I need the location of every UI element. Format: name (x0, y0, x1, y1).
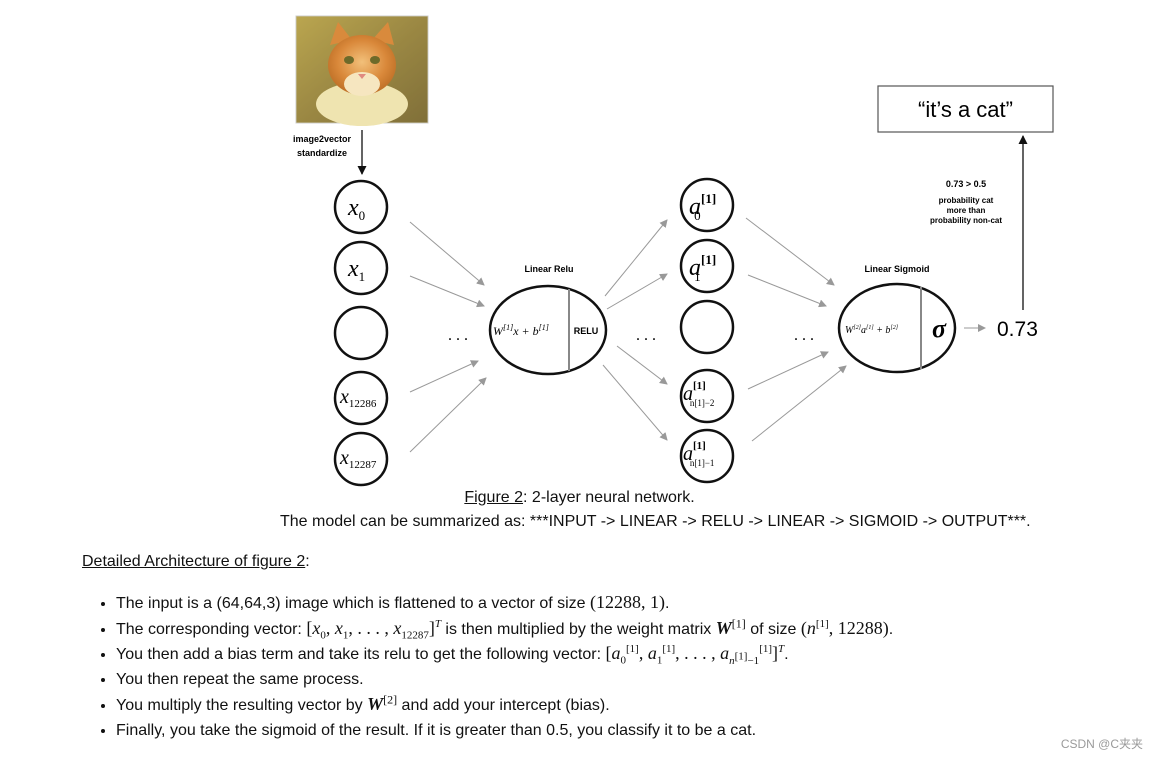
model-summary: The model can be summarized as: ***INPUT… (280, 513, 1031, 530)
layer2-neuron: W[2]a[1] + b[2] σ (837, 282, 957, 374)
input-to-layer1-edges (409, 221, 487, 453)
figure-caption: Figure 2: 2-layer neural network. (0, 489, 1159, 507)
hidden-node-empty (679, 299, 735, 355)
ellipsis-2: . . . (636, 327, 656, 344)
bullet-text: The input is a (64,64,3) image which is … (116, 595, 591, 612)
input-layer: x0 x1 x12286 x12287 (333, 179, 389, 487)
bullet-text: Finally, you take the sigmoid of the res… (116, 721, 757, 739)
details-title: Detailed Architecture of figure 2 (82, 553, 306, 570)
relu-label: RELU (574, 326, 599, 336)
figure-label: Figure 2 (464, 489, 524, 506)
decision-line4: probability non-cat (930, 216, 1002, 225)
hidden-layer: a[1]0 a[1]1 a[1]n[1]−2 a[1]n[1]−1 (679, 177, 735, 484)
output-box (877, 85, 1054, 133)
bullet-text: You multiply the resulting vector by (116, 697, 368, 714)
hidden-node-a-n-2 (679, 368, 735, 424)
input-node-empty (333, 305, 389, 361)
bullet-math: W (367, 694, 384, 714)
bullet-text: You then add a bias term and take its re… (116, 646, 606, 663)
bullet-math: W (715, 617, 732, 638)
input-node-x0 (333, 179, 389, 235)
bullet-text: You then repeat the same process. (116, 670, 364, 688)
list-item: You then add a bias term and take its re… (116, 641, 893, 667)
details-title-colon: : (305, 553, 310, 570)
layer1-title: Linear Relu (524, 264, 573, 274)
hidden-node-label: a[1]n[1]−1 (683, 440, 714, 468)
input-node-x12286 (333, 370, 389, 426)
bullet-text: and add your intercept (bias). (397, 697, 610, 714)
bullet-math: (n[1], 12288) (800, 617, 889, 638)
hidden-node-label: a[1]0 (689, 191, 716, 223)
layer2-title: Linear Sigmoid (864, 264, 929, 274)
output-box-text: “it’s a cat” (918, 97, 1013, 122)
layer1-formula: W[1]x + b[1] (493, 323, 549, 338)
hidden-node-a-n-1 (679, 428, 735, 484)
hidden-to-layer2-edges (745, 217, 847, 442)
sigma-label: σ (932, 314, 947, 343)
input-label-line2: standardize (297, 148, 347, 158)
ellipsis-1: . . . (448, 327, 468, 344)
figure-text: : 2-layer neural network. (523, 489, 695, 506)
decision-line1: 0.73 > 0.5 (946, 179, 986, 189)
watermark: CSDN @C夹夹 (1060, 737, 1143, 751)
hidden-node-label: a[1]n[1]−2 (683, 380, 714, 408)
decision-line3: more than (947, 206, 986, 215)
input-node-label: x1 (347, 256, 365, 284)
bullet-math: (12288, 1) (590, 592, 666, 612)
hidden-node-a0 (679, 177, 735, 233)
bullet-text: of size (745, 620, 801, 638)
bullet-math: [x0, x1, . . . , x12287]T (306, 617, 441, 642)
architecture-list: The input is a (64,64,3) image which is … (96, 590, 893, 743)
input-node-x12287 (333, 431, 389, 487)
decision-line2: probability cat (939, 196, 994, 205)
input-label-line1: image2vector (293, 134, 352, 144)
hidden-node-a1 (679, 238, 735, 294)
bullet-math: [a0[1], a1[1], . . . , an[1]−1[1]]T (605, 643, 785, 667)
list-item: Finally, you take the sigmoid of the res… (116, 718, 893, 744)
list-item: You then repeat the same process. (116, 667, 893, 693)
input-node-label: x12287 (339, 447, 377, 471)
list-item: You multiply the resulting vector by W[2… (116, 692, 893, 718)
list-item: The corresponding vector: [x0, x1, . . .… (116, 616, 893, 642)
details-heading: Detailed Architecture of figure 2: (82, 553, 310, 571)
input-node-x1 (333, 240, 389, 296)
list-item: The input is a (64,64,3) image which is … (116, 590, 893, 616)
input-node-label: x12286 (339, 386, 377, 410)
input-node-label: x0 (347, 195, 365, 223)
neural-network-diagram: image2vector standardize x0 x1 x12286 x1… (293, 15, 1054, 487)
cat-image (295, 15, 429, 126)
layer1-to-hidden-edges (602, 219, 668, 441)
layer1-neuron: W[1]x + b[1] RELU (488, 284, 608, 376)
ellipsis-3: . . . (794, 327, 814, 344)
output-value: 0.73 (997, 318, 1038, 341)
bullet-text: The corresponding vector: (116, 620, 307, 638)
bullet-text: is then multiplied by the weight matrix (440, 620, 716, 638)
hidden-node-label: a[1]1 (689, 252, 716, 284)
layer2-formula: W[2]a[1] + b[2] (845, 325, 899, 336)
